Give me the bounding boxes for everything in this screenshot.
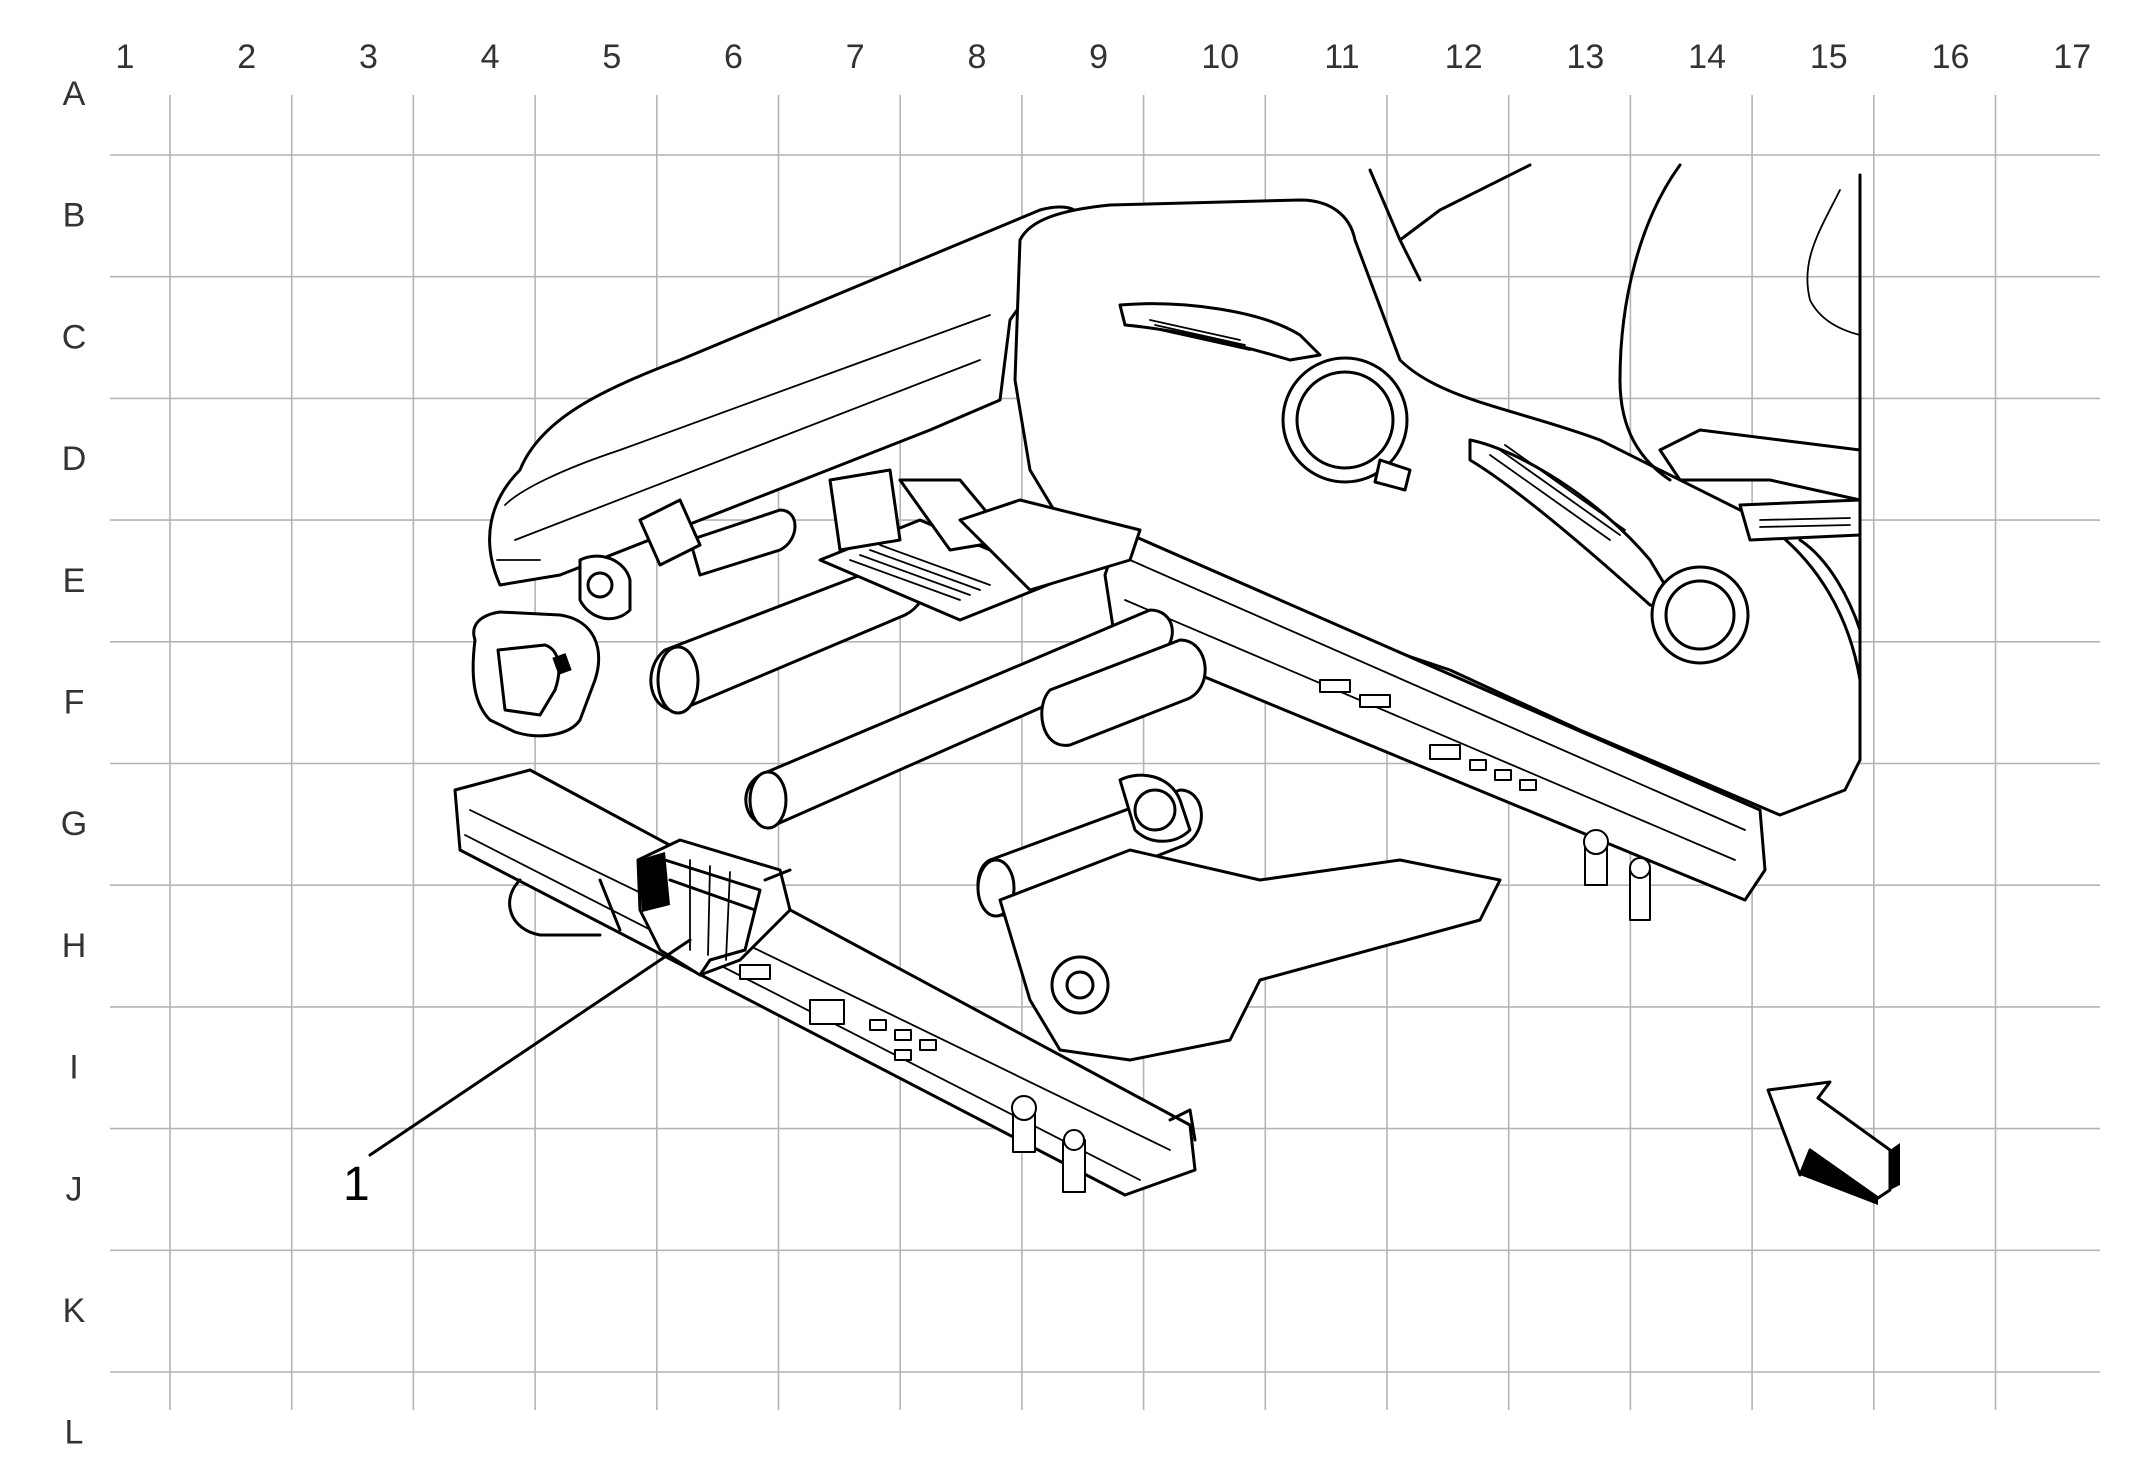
column-label: 11: [1324, 38, 1359, 76]
seat-illustration: [368, 163, 1862, 1197]
seat-frame: [453, 468, 1767, 1197]
row-label: H: [62, 927, 87, 965]
connector-component: [636, 838, 792, 977]
column-label: 2: [237, 38, 256, 76]
callout-1-label: 1: [343, 1158, 370, 1211]
vent-slots-upper: [1149, 319, 1251, 351]
column-label: 16: [1932, 38, 1970, 76]
vent-slots-lower: [1489, 444, 1626, 541]
column-label: 4: [481, 38, 500, 76]
row-label: B: [63, 197, 86, 235]
view-direction-arrow-icon: [1766, 1080, 1900, 1205]
row-label: C: [62, 318, 87, 356]
column-label: 10: [1201, 38, 1239, 76]
column-label: 12: [1445, 38, 1483, 76]
row-label: F: [64, 684, 85, 722]
rail-holes-right: [1319, 679, 1537, 791]
callout-1-leader: [368, 938, 692, 1157]
row-label: A: [63, 75, 86, 113]
column-label: 17: [2053, 38, 2091, 76]
column-label: 6: [724, 38, 743, 76]
row-label: I: [69, 1049, 78, 1087]
column-label: 14: [1688, 38, 1726, 76]
row-label: L: [65, 1414, 84, 1452]
plate-slots: [849, 544, 991, 601]
column-label: 3: [359, 38, 378, 76]
row-label: D: [62, 440, 87, 478]
column-label: 7: [846, 38, 865, 76]
row-label: G: [61, 805, 87, 843]
rail-holes-left: [739, 964, 937, 1061]
column-label: 1: [116, 38, 135, 76]
seat-cushion: [1013, 163, 1862, 817]
column-label: 9: [1089, 38, 1108, 76]
column-label: 8: [967, 38, 986, 76]
column-label: 5: [602, 38, 621, 76]
row-labels: A B C D E F G H I J K L: [61, 75, 87, 1452]
row-label: J: [66, 1170, 83, 1208]
row-label: E: [63, 562, 86, 600]
row-label: K: [63, 1292, 86, 1330]
column-label: 13: [1566, 38, 1604, 76]
column-label: 15: [1810, 38, 1848, 76]
